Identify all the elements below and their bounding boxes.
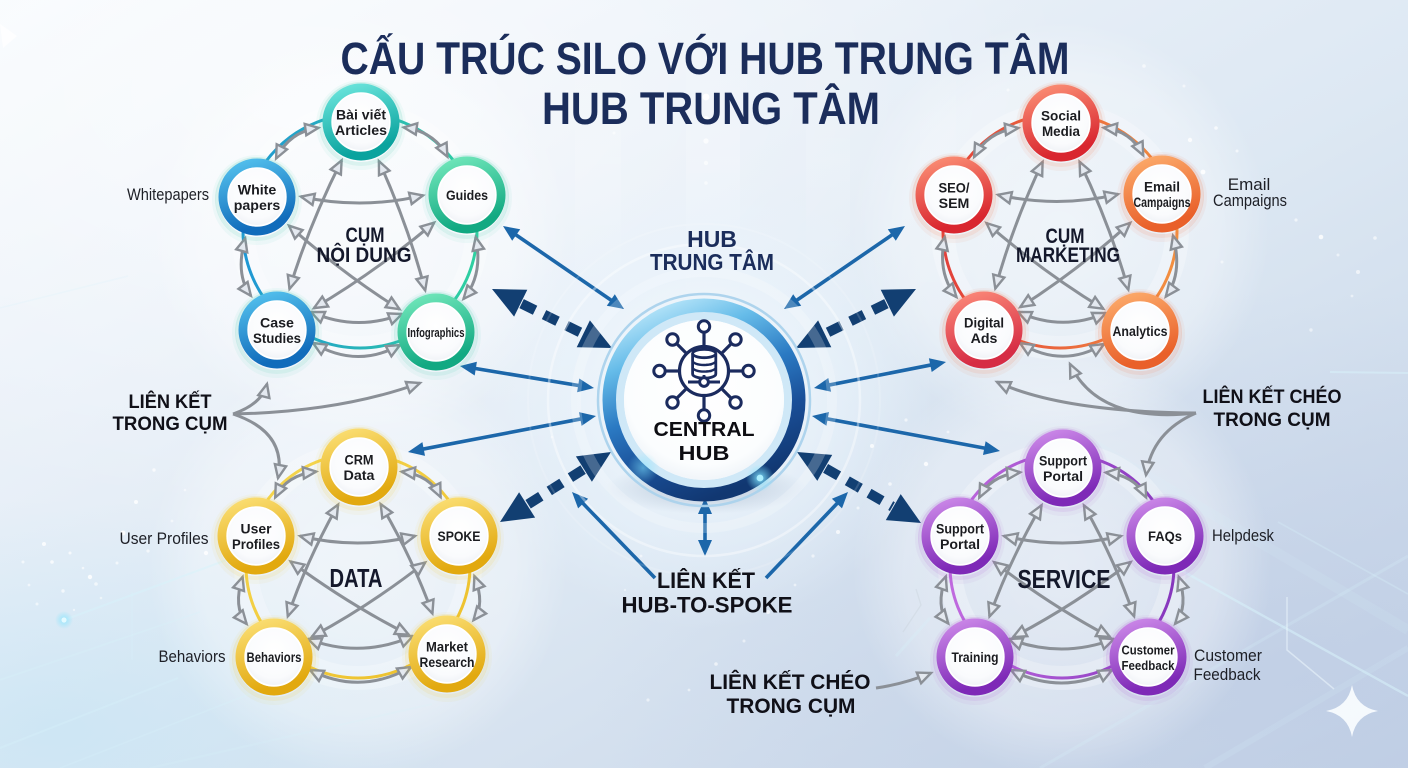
svg-text:User Profiles: User Profiles [120, 529, 209, 548]
svg-text:Behaviors: Behaviors [159, 647, 226, 666]
svg-text:Case: Case [260, 316, 294, 332]
svg-text:HUB: HUB [687, 226, 737, 252]
svg-text:DATA: DATA [330, 563, 383, 593]
svg-text:Support: Support [1039, 454, 1087, 470]
svg-text:Data: Data [344, 468, 375, 484]
svg-text:SERVICE: SERVICE [1018, 564, 1111, 594]
svg-text:Articles: Articles [335, 123, 387, 139]
svg-text:TRONG CỤM: TRONG CỤM [1214, 410, 1331, 431]
svg-text:Guides: Guides [446, 188, 488, 204]
svg-text:User: User [241, 522, 272, 538]
svg-text:Profiles: Profiles [232, 537, 280, 553]
svg-text:papers: papers [234, 198, 281, 214]
svg-text:LIÊN KẾT: LIÊN KẾT [657, 568, 756, 593]
svg-text:HUB-TO-SPOKE: HUB-TO-SPOKE [622, 593, 793, 618]
svg-text:Ads: Ads [971, 331, 998, 347]
svg-text:Whitepapers: Whitepapers [127, 185, 209, 204]
svg-text:Research: Research [420, 655, 475, 670]
svg-text:Email: Email [1228, 175, 1271, 194]
svg-text:Campaigns: Campaigns [1134, 195, 1191, 210]
svg-text:NỘI DUNG: NỘI DUNG [317, 243, 412, 267]
svg-text:SEM: SEM [939, 196, 970, 212]
svg-text:HUB: HUB [679, 443, 730, 465]
svg-text:FAQs: FAQs [1148, 529, 1182, 545]
svg-text:Digital: Digital [964, 316, 1004, 332]
svg-text:CẤU TRÚC SILO VỚI HUB TRUNG TÂ: CẤU TRÚC SILO VỚI HUB TRUNG TÂM [341, 33, 1070, 84]
svg-text:LIÊN KẾT: LIÊN KẾT [129, 391, 212, 413]
svg-text:TRUNG TÂM: TRUNG TÂM [650, 248, 774, 275]
svg-text:LIÊN KẾT CHÉO: LIÊN KẾT CHÉO [710, 670, 871, 694]
svg-text:CRM: CRM [345, 453, 374, 469]
svg-text:TRONG CỤM: TRONG CỤM [727, 695, 856, 718]
svg-text:Customer: Customer [1122, 643, 1175, 658]
svg-text:Media: Media [1042, 124, 1080, 140]
svg-text:LIÊN KẾT CHÉO: LIÊN KẾT CHÉO [1203, 386, 1342, 408]
svg-text:Infographics: Infographics [408, 325, 465, 340]
svg-text:CỤM: CỤM [346, 224, 385, 247]
svg-text:Behaviors: Behaviors [247, 650, 302, 665]
svg-text:Support: Support [936, 522, 984, 538]
svg-text:White: White [238, 183, 277, 199]
svg-text:Campaigns: Campaigns [1213, 191, 1287, 210]
svg-text:CENTRAL: CENTRAL [654, 419, 755, 441]
svg-text:Analytics: Analytics [1113, 324, 1168, 340]
svg-text:Helpdesk: Helpdesk [1212, 526, 1274, 545]
svg-text:TRONG CỤM: TRONG CỤM [113, 414, 228, 435]
svg-text:Studies: Studies [253, 331, 301, 347]
svg-text:HUB TRUNG TÂM: HUB TRUNG TÂM [542, 83, 880, 134]
svg-text:Social: Social [1041, 109, 1081, 125]
svg-text:SEO/: SEO/ [939, 181, 970, 197]
svg-text:SPOKE: SPOKE [438, 529, 481, 545]
svg-text:Portal: Portal [940, 537, 980, 553]
svg-text:Market: Market [426, 640, 468, 655]
svg-text:MARKETING: MARKETING [1016, 244, 1120, 267]
svg-text:CỤM: CỤM [1046, 225, 1085, 248]
svg-text:Email: Email [1144, 180, 1180, 195]
svg-text:Customer: Customer [1194, 646, 1262, 665]
svg-text:Portal: Portal [1043, 469, 1083, 485]
svg-text:Training: Training [952, 650, 999, 666]
svg-text:Feedback: Feedback [1122, 658, 1176, 673]
svg-text:Feedback: Feedback [1194, 665, 1261, 684]
svg-text:Bài viết: Bài viết [336, 108, 386, 124]
